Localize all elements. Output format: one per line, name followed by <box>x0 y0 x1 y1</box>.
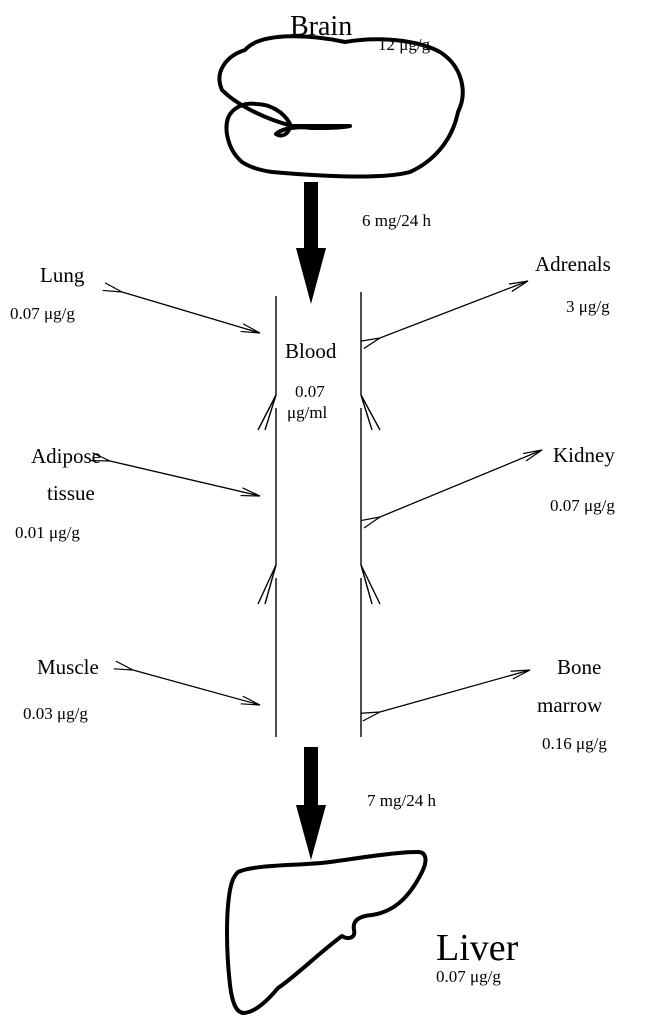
muscle-concentration: 0.03 μg/g <box>23 705 88 722</box>
brain-label: Brain <box>290 13 352 41</box>
liver-label: Liver <box>436 929 518 967</box>
muscle-label: Muscle <box>37 657 99 678</box>
bone-marrow-label-line2: marrow <box>537 695 602 716</box>
blood-concentration-value: 0.07 <box>295 383 325 400</box>
kidney-concentration: 0.07 μg/g <box>550 497 615 514</box>
kidney-label: Kidney <box>553 445 615 466</box>
bone-marrow-exchange-arrow <box>380 670 530 712</box>
blood-to-liver-arrow-head <box>296 805 326 860</box>
brain-concentration: 12 μg/g <box>378 36 430 53</box>
brain-shape <box>219 36 462 176</box>
adrenals-concentration: 3 μg/g <box>566 298 610 315</box>
lung-label: Lung <box>40 265 84 286</box>
adrenals-label: Adrenals <box>535 254 611 275</box>
liver-shape <box>227 852 425 1013</box>
blood-to-liver-flux: 7 mg/24 h <box>367 792 436 809</box>
lung-exchange-arrow <box>122 292 260 333</box>
kidney-exchange-arrow <box>380 450 542 517</box>
brain-to-blood-flux: 6 mg/24 h <box>362 212 431 229</box>
adipose-label-line1: Adipose <box>31 446 101 467</box>
blood-to-liver-arrow-shaft <box>304 747 318 809</box>
brain-to-blood-arrow-head <box>296 248 326 304</box>
lung-concentration: 0.07 μg/g <box>10 305 75 322</box>
bone-marrow-concentration: 0.16 μg/g <box>542 735 607 752</box>
bone-marrow-label-line1: Bone <box>557 657 601 678</box>
adipose-label-line2: tissue <box>47 483 95 504</box>
liver-concentration: 0.07 μg/g <box>436 968 501 985</box>
adipose-exchange-arrow <box>110 461 260 496</box>
blood-concentration-unit: μg/ml <box>287 404 327 421</box>
blood-label: Blood <box>285 341 336 362</box>
brain-to-blood-arrow-shaft <box>304 182 318 252</box>
adrenals-exchange-arrow <box>380 281 528 338</box>
adipose-concentration: 0.01 μg/g <box>15 524 80 541</box>
muscle-exchange-arrow <box>133 670 260 705</box>
